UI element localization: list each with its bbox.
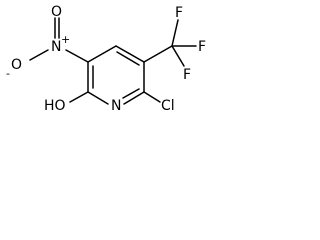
bond-nitro-n-o-left: [29, 49, 49, 61]
nitro-nitrogen-charge: +: [61, 33, 70, 46]
bond-cf3-f-top: [171, 19, 179, 47]
bond-c5-nitro-n: [65, 49, 89, 63]
structure-drawing: O N + O - F F F N HO Cl: [6, 4, 206, 114]
ring-bond-c4-c3: [115, 45, 145, 63]
ring-bond-c2-n: [123, 91, 145, 105]
fluorine-bottom-label: F: [183, 67, 191, 83]
nitro-nitrogen-label: N: [51, 39, 61, 55]
bond-c6-hydroxyl: [69, 91, 89, 103]
fluorine-right-label: F: [198, 39, 206, 55]
trifluoromethyl-bonds: [143, 19, 197, 67]
fluorine-top-label: F: [175, 5, 183, 21]
nitro-oxygen-charge: -: [6, 67, 10, 80]
nitro-oxygen-left-label: O: [11, 57, 22, 73]
ring-bond-c2-n-inner: [122, 88, 140, 99]
molecule-structure: O N + O - F F F N HO Cl: [0, 0, 226, 136]
nitro-oxygen-top-label: O: [51, 4, 62, 20]
ring-bond-n-c6: [87, 91, 109, 105]
nitro-group-bonds: [29, 17, 89, 63]
pyridine-ring: [87, 45, 145, 105]
bond-c3-cf3: [143, 45, 173, 63]
ring-nitrogen-label: N: [111, 98, 121, 114]
chlorine-label: Cl: [161, 98, 175, 114]
bond-c2-chlorine: [143, 91, 161, 103]
hydroxyl-label: HO: [44, 98, 66, 114]
ring-bond-c5-c4: [87, 45, 117, 63]
bond-cf3-f-bottom: [171, 45, 185, 67]
ring-bond-c4-c3-inner: [116, 51, 140, 66]
substituent-bonds: [69, 91, 161, 103]
